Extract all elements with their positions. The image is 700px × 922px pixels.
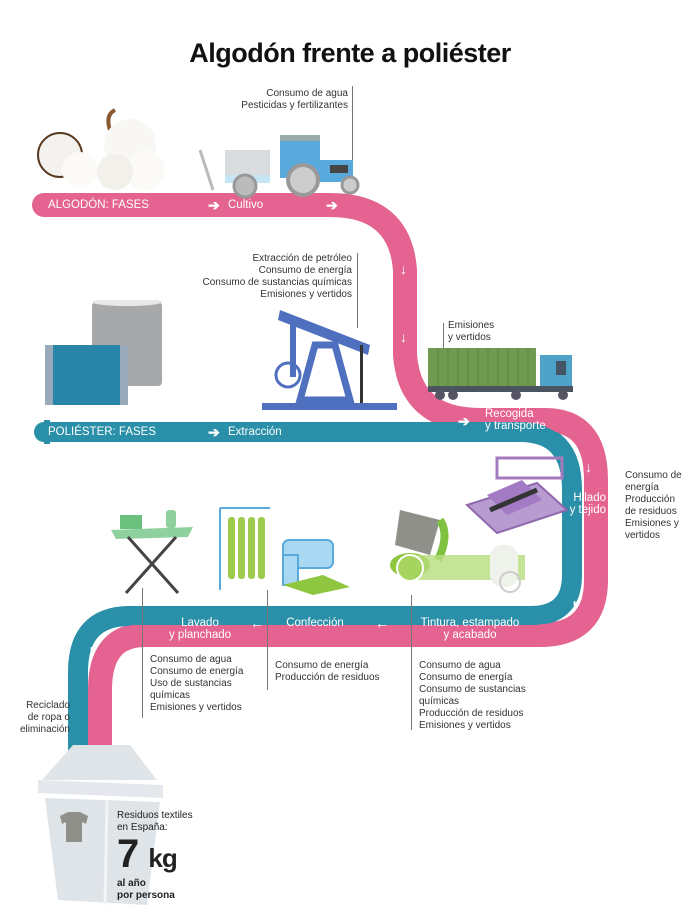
impacts-recogida: Emisiones y vertidos <box>448 320 495 343</box>
leader-line <box>411 595 412 730</box>
arrow-icon: ↙ <box>572 593 584 609</box>
truck-icon <box>428 348 573 400</box>
arrow-icon: ➔ <box>208 197 220 213</box>
impacts-hilado: Consumo de energía Producción de residuo… <box>625 470 682 541</box>
cotton-boll-icon <box>37 108 165 190</box>
impacts-tintura: Consumo de agua Consumo de energía Consu… <box>419 660 526 731</box>
clothes-rack-icon <box>219 507 270 590</box>
stage-extraccion: Extracción <box>228 426 282 438</box>
arrow-icon: ← <box>250 615 264 631</box>
ironing-board-icon <box>111 510 193 594</box>
impacts-cultivo: Consumo de agua Pesticidas y fertilizant… <box>241 88 348 111</box>
page-title: Algodón frente a poliéster <box>189 38 511 68</box>
stage-cultivo: Cultivo <box>228 199 264 211</box>
leader-line <box>352 86 353 186</box>
leader-line <box>357 253 358 328</box>
fabric-roll-icon <box>490 545 521 593</box>
arrow-icon: ↓ <box>400 329 407 345</box>
waste-stat: Residuos textiles en España: 7 kg al año… <box>117 810 193 901</box>
stage-tintura: Tintura, estampado y acabado <box>420 617 520 641</box>
tractor-icon <box>198 135 360 199</box>
stage-recogida: Recogida y transporte <box>485 408 546 432</box>
arrow-icon: ← <box>375 615 389 631</box>
leader-line <box>443 323 444 348</box>
cotton-phases-label: ALGODÓN: FASES <box>48 199 149 211</box>
loom-icon <box>465 456 569 535</box>
arrow-icon: ↓ <box>400 261 407 277</box>
arrow-icon: ↓ <box>585 459 592 475</box>
oil-pump-icon <box>262 310 397 410</box>
stage-confeccion: Confección <box>286 617 344 629</box>
thread-spool-icon <box>45 300 162 405</box>
leader-line <box>267 590 268 690</box>
impacts-extraccion: Extracción de petróleo Consumo de energí… <box>202 253 352 300</box>
impacts-confeccion: Consumo de energía Producción de residuo… <box>275 660 380 683</box>
arrow-icon: ➔ <box>326 197 338 213</box>
arrow-icon: ➔ <box>458 413 470 429</box>
stage-lavado: Lavado y planchado <box>168 617 232 641</box>
polyester-phases-label: POLIÉSTER: FASES <box>48 426 157 438</box>
sewing-machine-icon <box>282 539 350 595</box>
impacts-lavado: Consumo de agua Consumo de energía Uso d… <box>150 654 244 713</box>
arrow-icon: ↙ <box>89 639 101 655</box>
stage-hilado: Hilado y tejido <box>569 492 606 516</box>
arrow-icon: ➔ <box>208 424 220 440</box>
impacts-final: Reciclado de ropa o eliminación <box>19 700 70 735</box>
leader-line <box>142 588 143 718</box>
tshirt-icon <box>60 812 88 842</box>
